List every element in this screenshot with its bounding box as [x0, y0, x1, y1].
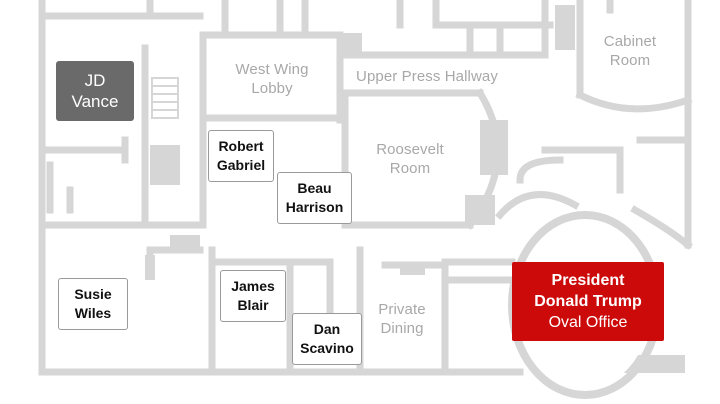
column	[400, 265, 425, 275]
room-label-roosevelt-room: Roosevelt Room	[376, 141, 444, 177]
stairs	[151, 77, 179, 119]
name-box-dan-scavino: Dan Scavino	[292, 313, 362, 365]
column	[340, 33, 362, 55]
president-name: President Donald Trump	[534, 272, 642, 310]
column	[150, 145, 180, 185]
name-box-beau-harrison: Beau Harrison	[277, 172, 352, 224]
column	[555, 5, 575, 50]
room-label-upper-press-hallway: Upper Press Hallway	[356, 68, 498, 85]
name-box-robert-gabriel: Robert Gabriel	[208, 130, 274, 182]
column	[465, 195, 495, 225]
name-box-president: President Donald Trump Oval Office	[512, 262, 664, 341]
wall	[495, 191, 580, 220]
room-label-west-wing-lobby: West Wing Lobby	[235, 61, 309, 97]
column	[145, 255, 155, 280]
wall	[575, 90, 693, 113]
wall	[516, 156, 564, 184]
name-box-jd-vance: JD Vance	[56, 61, 134, 121]
column	[480, 120, 508, 175]
name-box-james-blair: James Blair	[220, 270, 286, 322]
name-box-susie-wiles: Susie Wiles	[58, 278, 128, 330]
room-label-private-dining: Private Dining	[378, 301, 426, 337]
room-label-cabinet-room: Cabinet Room	[603, 33, 657, 69]
column	[170, 235, 200, 250]
elevator	[152, 157, 174, 184]
wall	[630, 205, 693, 250]
president-room: Oval Office	[548, 314, 628, 331]
